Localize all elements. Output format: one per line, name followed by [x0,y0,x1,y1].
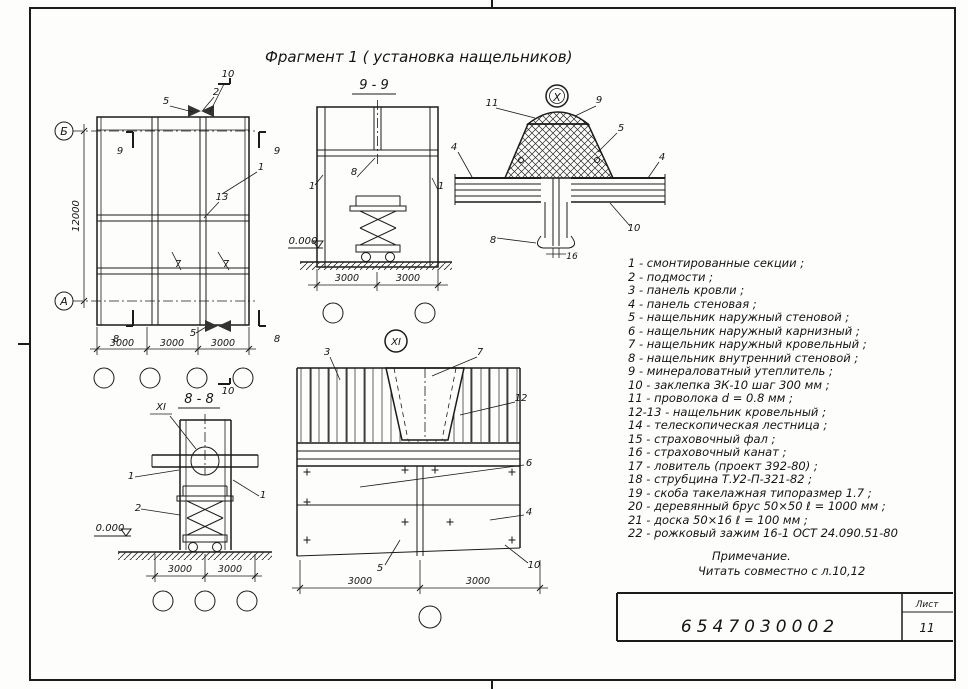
legend-item: 6 - нащельник наружный карнизный ; [628,324,860,338]
callout-4: 4 [526,507,532,518]
callout-12: 12 [515,393,528,404]
callout-1: 1 [260,490,266,501]
legend: 1 - смонтированные секции ; 2 - подмости… [628,256,898,540]
elevation-view [54,78,266,389]
sheet-frame [18,0,956,689]
callout-4: 4 [451,142,457,153]
callout-2: 2 [213,87,219,98]
callout-5: 5 [190,328,196,339]
doc-number: 6547030002 [681,617,839,637]
callout-5: 5 [163,96,169,107]
legend-item: 2 - подмости ; [628,270,713,284]
callout-8: 8 [274,334,280,345]
legend-item: 4 - панель стеновая ; [628,297,757,311]
top-brace [188,105,214,117]
legend-item: 18 - струбцина Т.У2-П-321-82 ; [628,472,812,486]
callout-10: 10 [222,69,235,80]
section-9-9-title: 9 - 9 [359,78,389,93]
callout-16: 16 [566,252,578,262]
legend-item: 1 - смонтированные секции ; [628,256,804,270]
callout-1: 1 [309,181,315,192]
callout-6: 6 [526,458,532,469]
note-title: Примечание. [712,549,791,563]
callout-8: 8 [490,235,496,246]
section-9-9-view [288,93,452,353]
legend-item: 14 - телескопическая лестница ; [628,418,827,432]
detail-x-view [454,84,666,258]
dim-3000: 3000 [218,564,242,575]
callout-10: 10 [222,386,235,397]
dim-3000: 3000 [348,576,372,587]
note-body: Читать совместно с л.10,12 [698,564,865,578]
callout-1: 1 [438,181,444,192]
callout-9: 9 [596,95,602,106]
dim-12000: 12000 [71,200,82,232]
legend-item: 7 - нащельник наружный кровельный ; [628,337,867,351]
callout-5: 5 [618,123,624,134]
detail-xi-view [292,356,548,629]
callout-3: 3 [324,347,330,358]
callout-13: 13 [216,192,229,203]
section-8-8-view [94,407,272,612]
callout-10: 10 [628,223,641,234]
callout-8: 8 [351,167,357,178]
dim-3000: 3000 [168,564,192,575]
legend-item: 19 - скоба такелажная типоразмер 1.7 ; [628,486,872,500]
grid-label-a: А [59,295,68,308]
legend-item: 16 - страховочный канат ; [628,445,787,459]
callout-4: 4 [659,152,665,163]
sheet-number: 11 [919,621,934,635]
bottom-brace [205,320,231,332]
callout-10: 10 [528,560,541,571]
flashing-5 [503,123,615,179]
dim-3000: 3000 [110,338,134,349]
legend-item: 10 - заклепка ЗК-10 шаг 300 мм ; [628,378,830,392]
legend-item: 12-13 - нащельник кровельный ; [628,405,826,419]
legend-item: 15 - страховочный фал ; [628,432,776,446]
callout-2: 2 [135,503,141,514]
callout-7: 7 [175,259,182,270]
section-8-8-title: 8 - 8 [184,392,214,407]
legend-item: 22 - рожковый зажим 16-1 ОСТ 24.090.51-8… [628,526,898,540]
dim-3000: 3000 [396,273,420,284]
page-title: Фрагмент 1 ( установка нащельников) [265,48,572,66]
legend-item: 5 - нащельник наружный стеновой ; [628,310,849,324]
callout-9: 9 [274,146,280,157]
legend-item: 11 - проволока d = 0.8 мм ; [628,391,793,405]
detail-xi-ref: XI [155,402,166,413]
legend-item: 20 - деревянный брус 50×50 ℓ = 1000 мм ; [628,499,886,513]
elevation-zero: 0.000 [96,523,125,534]
legend-item: 3 - панель кровли ; [628,283,744,297]
detail-x-mark: X [552,91,561,104]
detail-xi-mark: XI [390,337,401,348]
dim-3000: 3000 [335,273,359,284]
callout-9: 9 [117,146,123,157]
title-block [616,592,953,642]
callout-8: 8 [113,334,119,345]
legend-item: 21 - доска 50×16 ℓ = 100 мм ; [628,513,808,527]
elevation-zero: 0.000 [289,236,318,247]
callout-1: 1 [258,162,264,173]
callout-1: 1 [128,471,134,482]
callout-5: 5 [377,563,383,574]
legend-item: 8 - нащельник внутренний стеновой ; [628,351,858,365]
callout-7: 7 [477,347,484,358]
dim-3000: 3000 [466,576,490,587]
dim-3000: 3000 [211,338,235,349]
legend-item: 9 - минераловатный утеплитель ; [628,364,833,378]
dim-3000: 3000 [160,338,184,349]
mineral-wool-9 [525,111,591,125]
legend-item: 17 - ловитель (проект 392-80) ; [628,459,818,473]
grid-label-b: Б [60,125,68,138]
sheet-label: Лист [915,600,940,610]
callout-11: 11 [486,98,499,109]
callout-7: 7 [223,259,230,270]
